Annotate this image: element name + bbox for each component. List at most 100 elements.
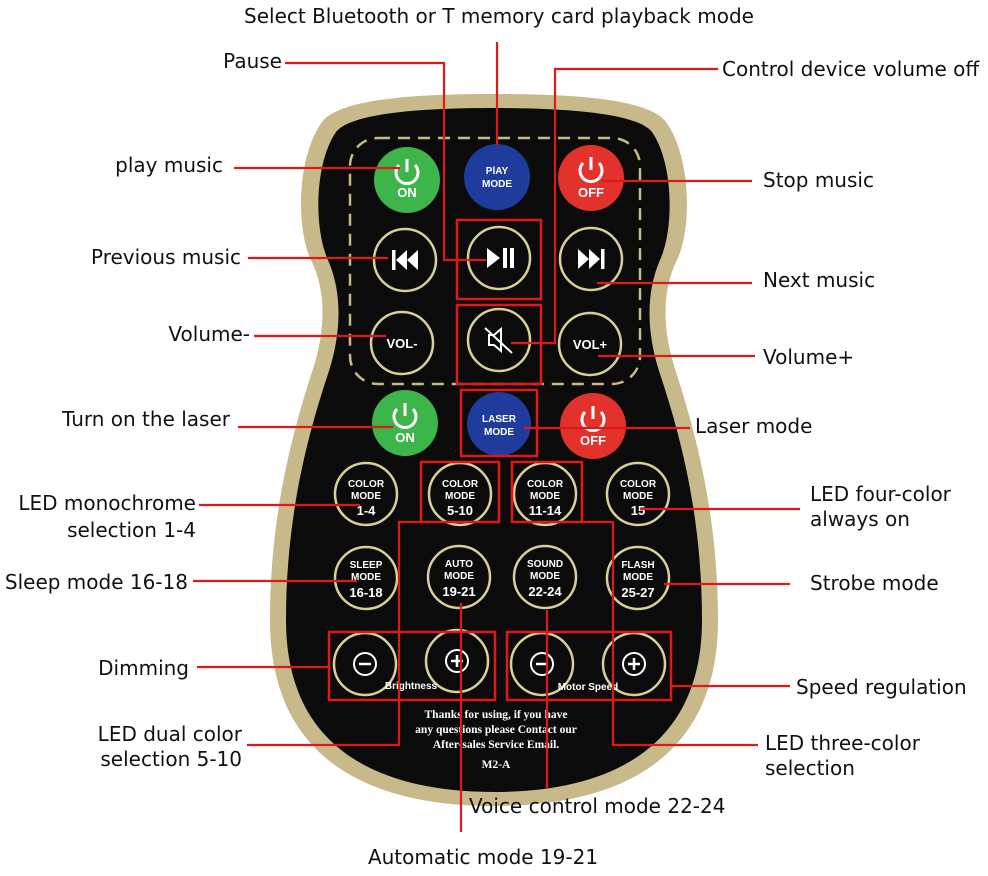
stop-off-button[interactable]: OFF [558, 145, 624, 211]
color-mode-label-1: COLOR [348, 479, 385, 490]
play-mode-label-2: MODE [482, 179, 512, 190]
sleep-label-1: SLEEP [350, 560, 383, 571]
sleep-mode-button[interactable]: SLEEP MODE 16-18 [333, 545, 399, 611]
power-icon [392, 403, 418, 429]
previous-icon [392, 250, 418, 270]
color-mode-range: 5-10 [447, 503, 473, 518]
next-icon [578, 249, 605, 269]
callout-dimming: Dimming [98, 656, 189, 680]
color-mode-range: 1-4 [357, 503, 377, 518]
auto-label-2: MODE [444, 571, 474, 582]
sound-range: 22-24 [528, 584, 562, 599]
note-line-2: any questions please Contact our [415, 724, 577, 736]
color-mode-label-1: COLOR [442, 479, 479, 490]
minus-icon [530, 652, 554, 676]
play-mode-button[interactable]: PlAY MODE [464, 144, 530, 210]
power-icon [394, 159, 420, 185]
callout-automatic-mode: Automatic mode 19-21 [368, 845, 598, 869]
callout-led-three-2: selection [765, 756, 855, 780]
color-mode-5-10-highlight [419, 460, 501, 524]
brightness-label: Brightness [385, 681, 438, 692]
color-mode-label-2: MODE [530, 491, 560, 502]
play-mode-label-1: PlAY [486, 166, 509, 177]
callout-speed-regulation: Speed regulation [796, 675, 967, 699]
callout-play-music: play music [115, 153, 223, 177]
callout-volume-off: Control device volume off [722, 57, 980, 81]
callout-sleep-mode: Sleep mode 16-18 [5, 570, 188, 594]
minus-icon [353, 652, 377, 676]
laser-on-button[interactable]: ON [372, 390, 438, 456]
sound-label-2: MODE [530, 571, 560, 582]
vol-down-label: VOL- [386, 336, 417, 351]
color-mode-15-button[interactable]: COLOR MODE 15 [605, 461, 671, 527]
off-label: OFF [580, 433, 606, 448]
plus-icon [445, 649, 469, 673]
auto-label-1: AUTO [445, 559, 473, 570]
laser-mode-button[interactable]: LASER MODE [467, 392, 531, 456]
play-pause-icon [487, 248, 514, 268]
callout-strobe-mode: Strobe mode [810, 571, 939, 595]
flash-label-1: FLASH [621, 560, 654, 571]
callout-led-mono-1: LED monochrome [18, 491, 196, 515]
color-mode-1-4-button[interactable]: COLOR MODE 1-4 [333, 461, 399, 527]
next-button[interactable] [558, 226, 624, 292]
callout-laser-on: Turn on the laser [61, 407, 231, 431]
play-pause-button[interactable] [466, 225, 532, 291]
color-mode-11-14-button[interactable]: COLOR MODE 11-14 [512, 461, 578, 527]
laser-mode-label-2: MODE [484, 427, 514, 438]
color-mode-label-2: MODE [445, 491, 475, 502]
power-icon [580, 406, 606, 432]
laser-mode-label-1: LASER [482, 414, 517, 425]
callout-volume-down: Volume- [168, 322, 250, 346]
auto-range: 19-21 [442, 584, 475, 599]
callout-select-mode: Select Bluetooth or T memory card playba… [244, 4, 754, 28]
model-label: M2-A [482, 759, 511, 771]
leader-lines [193, 42, 800, 832]
motor-speed-highlight [505, 630, 673, 702]
laser-mode-highlight [459, 388, 539, 458]
callout-led-four-1: LED four-color [810, 482, 952, 506]
motor-speed-label: Motor Speed [558, 682, 619, 693]
color-mode-range: 15 [631, 503, 645, 518]
mute-icon [484, 326, 513, 354]
color-mode-label-2: MODE [351, 491, 381, 502]
callout-voice-control: Voice control mode 22-24 [469, 794, 725, 818]
mute-highlight [455, 303, 543, 386]
callout-laser-mode: Laser mode [695, 414, 812, 438]
play-on-button[interactable]: ON [374, 147, 440, 213]
color-mode-label-1: COLOR [620, 479, 657, 490]
callout-stop-music: Stop music [763, 168, 874, 192]
flash-range: 25-27 [621, 585, 654, 600]
sound-label-1: SOUND [527, 559, 563, 570]
previous-button[interactable] [372, 227, 438, 293]
note-line-3: After-sales Service Email. [433, 739, 559, 751]
sleep-label-2: MODE [351, 572, 381, 583]
off-label: OFF [578, 185, 604, 200]
flash-label-2: MODE [623, 572, 653, 583]
laser-off-button[interactable]: OFF [560, 393, 626, 459]
color-mode-range: 11-14 [529, 503, 562, 518]
plus-icon [622, 652, 646, 676]
sound-mode-button[interactable]: SOUND MODE 22-24 [512, 544, 578, 610]
volume-up-button[interactable]: VOL+ [557, 311, 623, 377]
callout-pause: Pause [223, 49, 282, 73]
callout-led-dual-1: LED dual color [98, 722, 243, 746]
on-label: ON [395, 430, 415, 445]
callout-led-mono-2: selection 1-4 [67, 518, 196, 542]
power-icon [578, 157, 604, 183]
callout-volume-up: Volume+ [763, 345, 854, 369]
callout-led-three-1: LED three-color [765, 731, 921, 755]
callout-led-dual-2: selection 5-10 [100, 747, 242, 771]
auto-mode-button[interactable]: AUTO MODE 19-21 [426, 544, 492, 610]
on-label: ON [397, 185, 417, 200]
mute-button[interactable] [466, 307, 532, 373]
callout-next-music: Next music [763, 268, 875, 292]
volume-down-button[interactable]: VOL- [369, 310, 435, 376]
flash-mode-button[interactable]: FLASH MODE 25-27 [605, 545, 671, 611]
callout-previous-music: Previous music [91, 245, 241, 269]
color-mode-label-2: MODE [623, 491, 653, 502]
sleep-range: 16-18 [349, 585, 382, 600]
color-mode-11-14-highlight [510, 460, 584, 524]
callout-led-four-2: always on [810, 507, 910, 531]
